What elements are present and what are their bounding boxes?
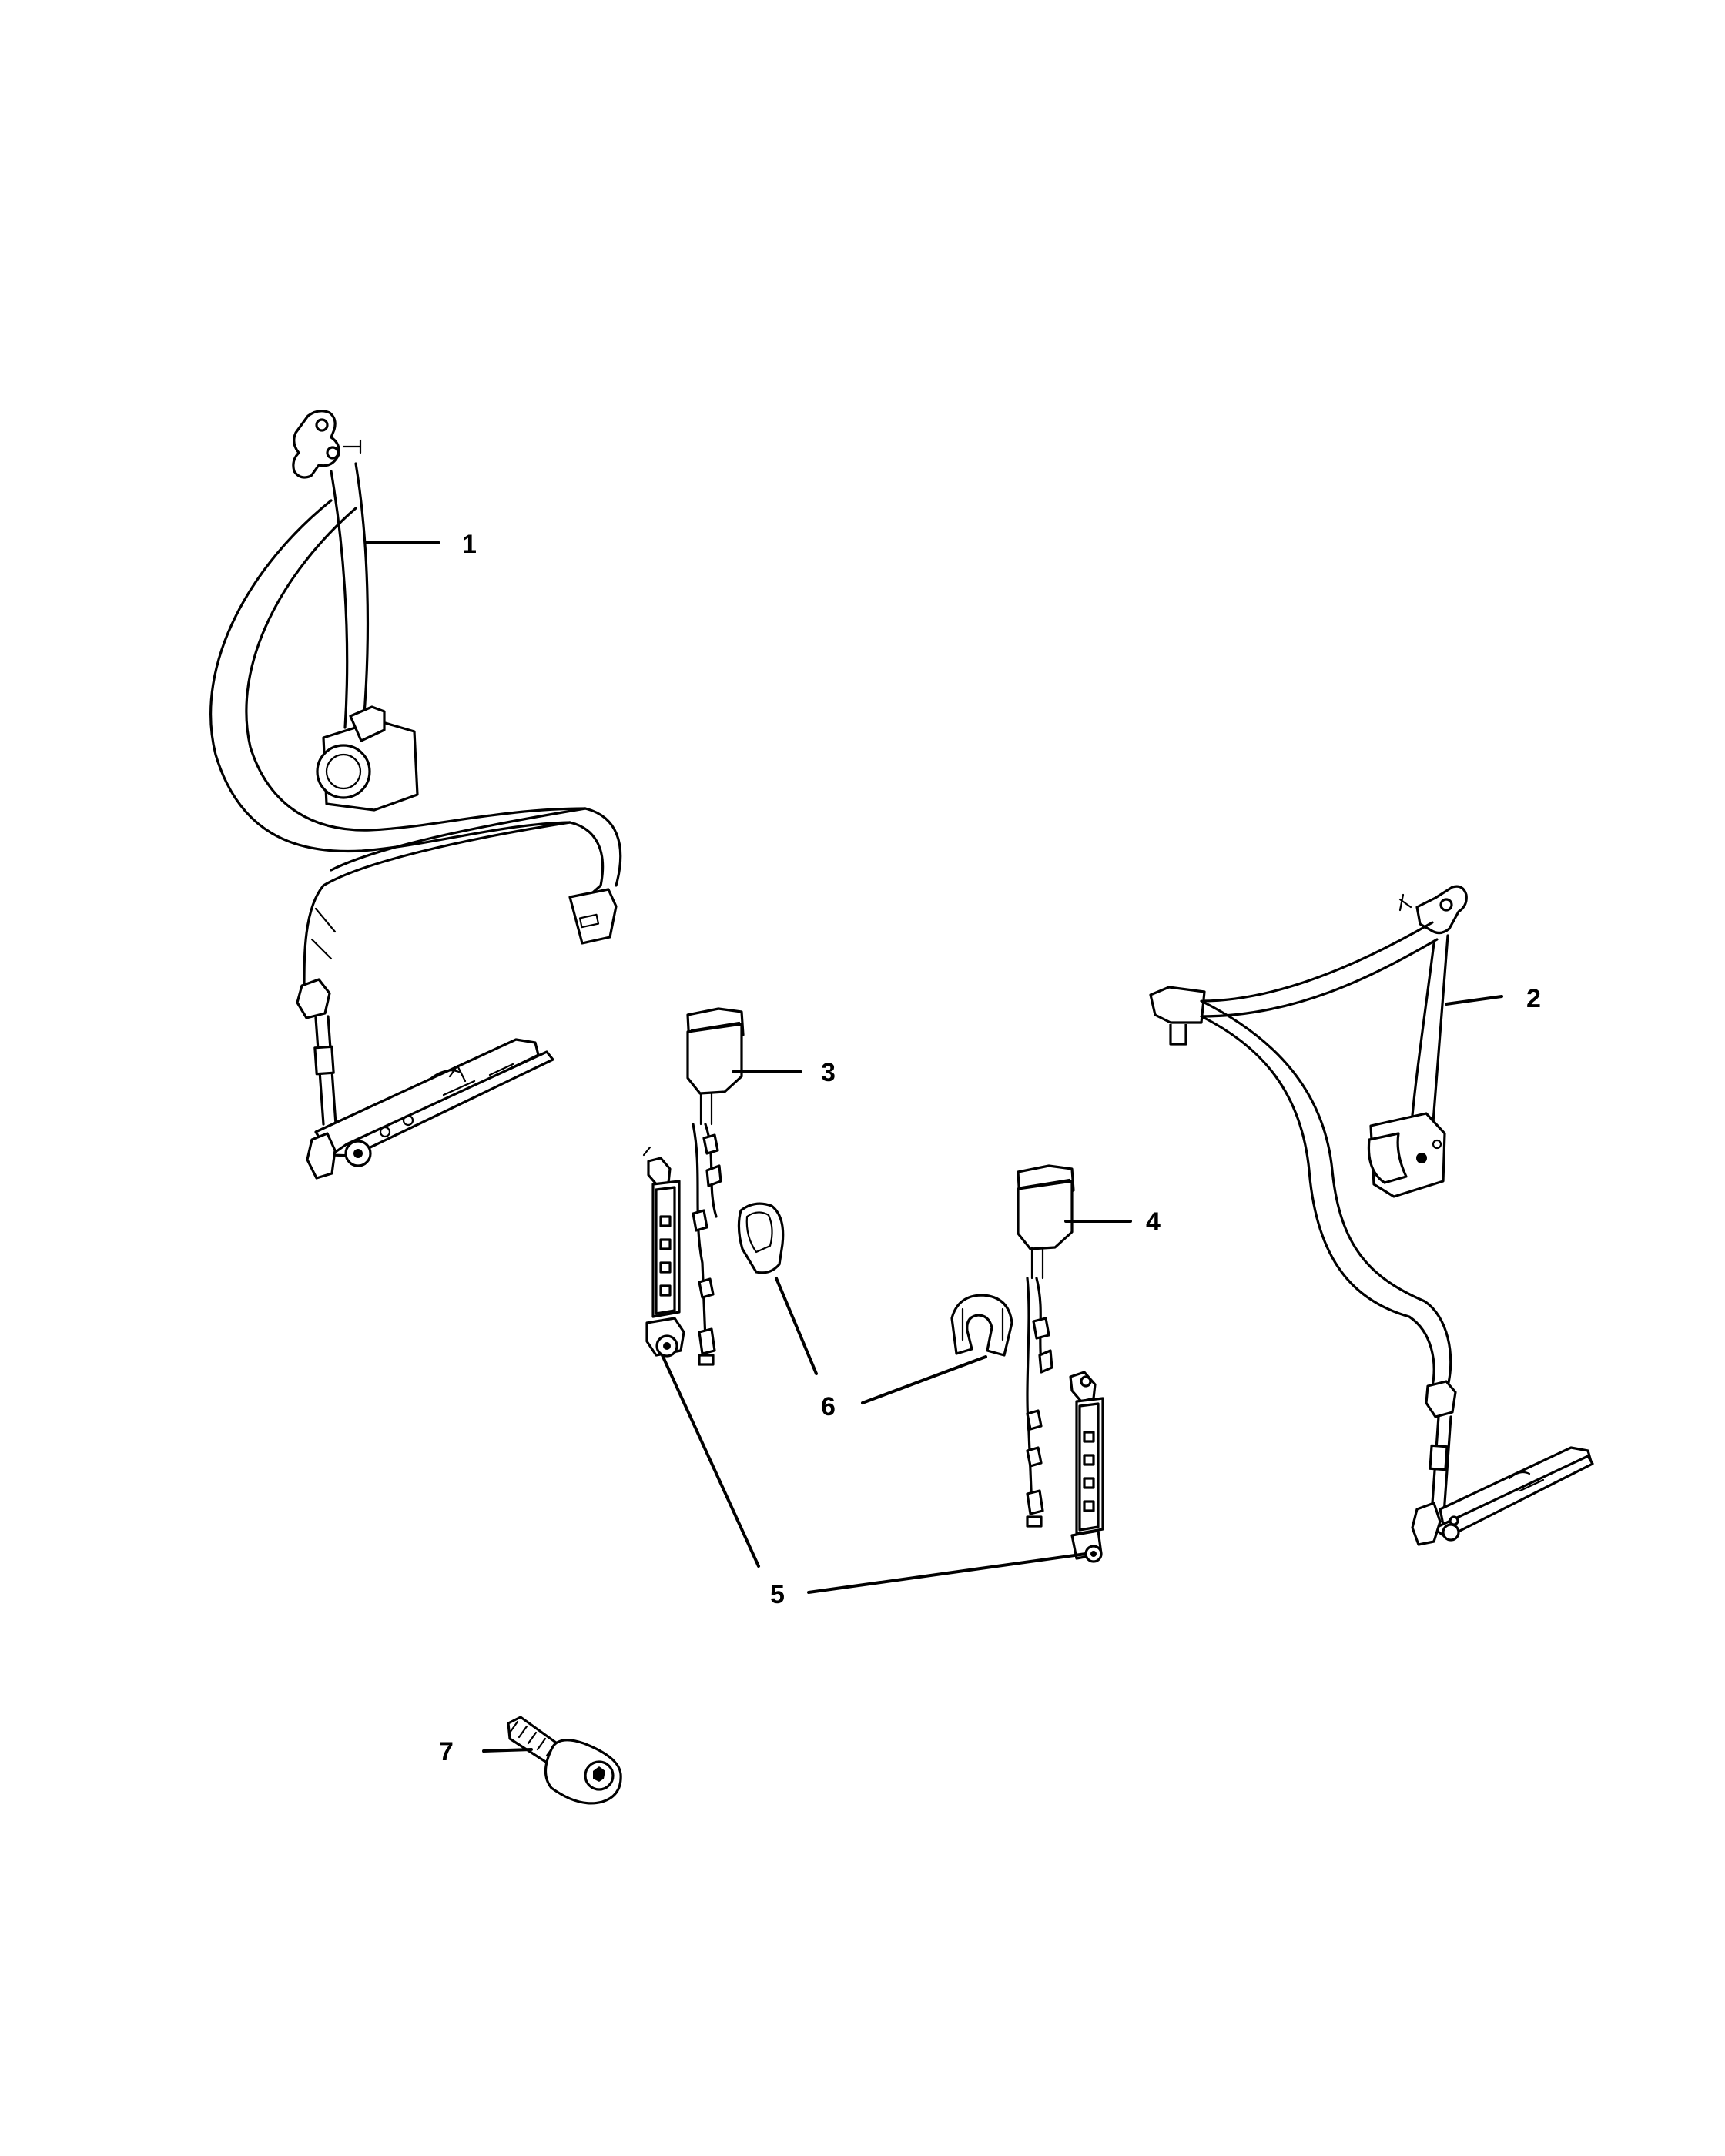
- part-1-seat-belt-assembly-left[interactable]: 1: [209, 410, 622, 1180]
- part-7-bolt[interactable]: 7: [439, 1716, 622, 1805]
- callout-2[interactable]: 2: [1526, 984, 1541, 1013]
- callout-6[interactable]: 6: [821, 1392, 836, 1421]
- callout-3[interactable]: 3: [821, 1058, 836, 1087]
- part-3-seat-belt-buckle[interactable]: 3: [686, 1007, 836, 1366]
- callout-1[interactable]: 1: [462, 530, 477, 559]
- callout-5[interactable]: 5: [770, 1580, 785, 1609]
- callout-4[interactable]: 4: [1146, 1207, 1161, 1237]
- part-5-adjuster-bracket[interactable]: 5: [642, 1146, 1104, 1609]
- callout-7[interactable]: 7: [439, 1737, 454, 1766]
- part-4-seat-belt-buckle[interactable]: 4: [1017, 1164, 1161, 1528]
- part-6-buckle-cover[interactable]: 6: [737, 1202, 1013, 1421]
- part-2-seat-belt-assembly-right[interactable]: 2: [1149, 885, 1594, 1546]
